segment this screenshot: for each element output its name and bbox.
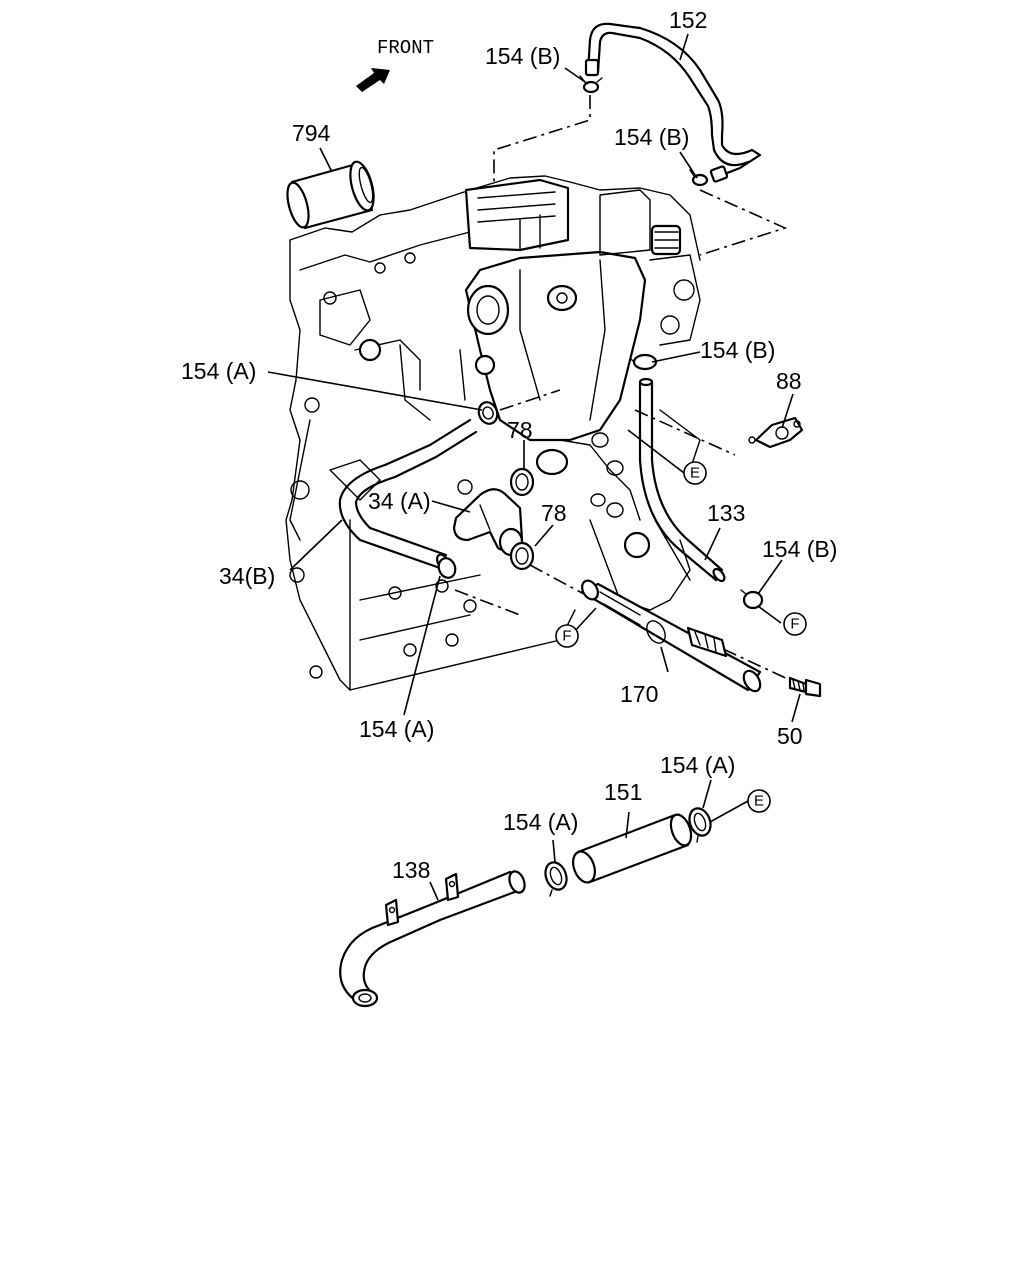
label-794: 794 <box>292 120 331 146</box>
label-154a-left: 154 (A) <box>181 358 256 384</box>
label-133: 133 <box>707 500 745 526</box>
label-154b-right: 154 (B) <box>700 337 775 363</box>
ref-f-right: F <box>783 612 807 636</box>
clamp-154a-151-left <box>544 861 568 897</box>
label-170: 170 <box>620 681 658 707</box>
connect-line-154a <box>454 589 521 616</box>
clamp-154a-bottom <box>437 557 457 579</box>
clamp-154b-low <box>740 589 764 610</box>
label-34a: 34 (A) <box>368 488 431 514</box>
svg-text:E: E <box>754 793 764 810</box>
label-50: 50 <box>777 723 803 749</box>
clamp-154b-right <box>629 353 658 371</box>
label-34b: 34(B) <box>219 563 275 589</box>
label-78-lower: 78 <box>541 500 567 526</box>
ref-f-lower: F <box>555 624 579 648</box>
connect-line-50 <box>649 614 791 681</box>
svg-text:F: F <box>562 628 571 645</box>
label-154b-low: 154 (B) <box>762 536 837 562</box>
label-151: 151 <box>604 779 642 805</box>
svg-text:E: E <box>690 465 700 482</box>
label-78-upper: 78 <box>507 417 533 443</box>
leader-lines <box>267 33 801 901</box>
part-133-hose <box>638 377 726 583</box>
clamp-154b-top <box>579 75 603 94</box>
label-88: 88 <box>776 368 802 394</box>
label-154a-151l: 154 (A) <box>503 809 578 835</box>
label-154a-151r: 154 (A) <box>660 752 735 778</box>
part-138-pipe <box>339 870 526 1008</box>
front-label: FRONT <box>377 37 434 59</box>
front-arrow-icon <box>356 68 390 92</box>
part-34a-hose <box>452 488 524 557</box>
ref-e-lower: E <box>747 789 771 813</box>
connect-line-e-upper <box>634 409 736 456</box>
label-152: 152 <box>669 7 707 33</box>
part-88-bracket <box>748 416 804 449</box>
part-170-pipe <box>580 579 762 693</box>
connect-line-152-left <box>493 95 591 185</box>
clamp-78-upper <box>509 467 535 497</box>
part-794-cartridge <box>286 160 375 230</box>
clamp-154a-upper <box>477 401 499 425</box>
engine-block <box>285 175 701 691</box>
label-138: 138 <box>392 857 430 883</box>
part-50-bolt <box>788 676 822 698</box>
connect-line-152-right <box>699 189 788 256</box>
clamp-154a-151-right <box>688 807 712 843</box>
label-154b-top: 154 (B) <box>485 43 560 69</box>
svg-text:F: F <box>790 616 799 633</box>
ref-e-upper: E <box>683 461 707 485</box>
connect-line-154a-upper <box>499 389 561 411</box>
part-152-hose <box>584 22 762 183</box>
clamp-78-lower <box>509 541 535 571</box>
part-151-hose <box>572 813 693 884</box>
label-154a-bottom: 154 (A) <box>359 716 434 742</box>
label-154b-mid: 154 (B) <box>614 124 689 150</box>
